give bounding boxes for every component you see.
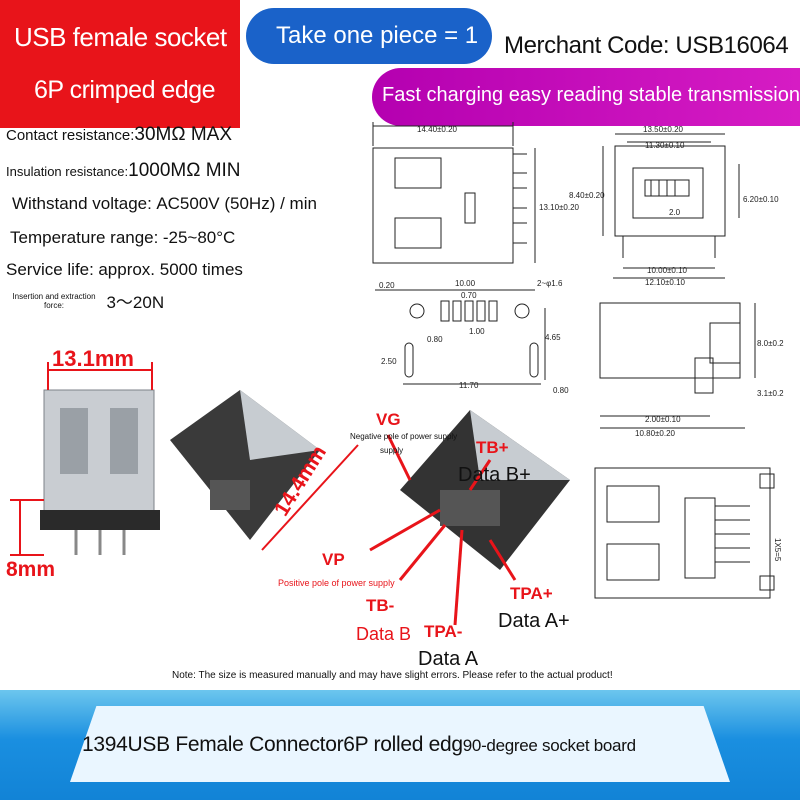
dim-label: 2.00±0.10 xyxy=(645,415,681,424)
dim-label: 12.10±0.10 xyxy=(645,278,686,287)
pin-tbm-desc: Data B xyxy=(356,624,412,644)
connector-front-photo xyxy=(40,389,160,555)
spec-label: Contact resistance: xyxy=(6,127,135,144)
pin-vp-label: VP xyxy=(322,550,345,569)
quantity-pill xyxy=(246,8,492,64)
dim-label: 3.1±0.2 xyxy=(757,389,784,398)
pin-tpam-desc: Data A xyxy=(418,648,479,670)
pin-tbm-label: TB- xyxy=(366,596,395,615)
pin-tpam-label: TPA- xyxy=(424,622,463,641)
drawing-bottom-outline xyxy=(594,467,771,599)
spec-value: AC500V (50Hz) / min xyxy=(156,194,317,213)
quantity-text: Take one piece = 1 xyxy=(276,22,479,49)
spec-withstand-voltage: Withstand voltage: AC500V (50Hz) / min xyxy=(12,194,317,214)
pin-vg-desc-2: supply xyxy=(380,446,404,455)
spec-value: 3～20N xyxy=(106,293,165,312)
spec-label: Withstand voltage: xyxy=(12,194,152,213)
pin-vg-label: VG xyxy=(376,410,401,429)
dim-label: 11.70 xyxy=(459,381,479,390)
spec-contact-resistance: Contact resistance:30MΩ MAX xyxy=(6,124,232,146)
banner-part-3: 90-degree socket board xyxy=(462,736,636,755)
spec-temperature-range: Temperature range: -25~80°C xyxy=(10,228,235,248)
tagline-text: Fast charging easy reading stable transm… xyxy=(382,84,800,106)
dim-label: 10.00±0.10 xyxy=(647,266,688,275)
spec-value: -25~80°C xyxy=(162,228,236,247)
tagline-pill xyxy=(372,68,800,126)
pin-tpap-desc: Data A+ xyxy=(498,610,570,632)
dim-label: 0.80 xyxy=(427,335,443,344)
drawing-top-outline xyxy=(599,302,741,379)
connector-angled-photo xyxy=(170,390,320,540)
dim-label: 8.40±0.20 xyxy=(569,191,605,200)
dim-label: 0.70 xyxy=(461,291,477,300)
spec-label: Temperature range: xyxy=(10,228,159,247)
photo-height-label: 8mm xyxy=(6,558,56,581)
product-subtitle: 6P crimped edge xyxy=(34,76,216,104)
product-title: USB female socket xyxy=(14,22,227,52)
pin-tbp-label: TB+ xyxy=(476,438,509,457)
bottom-banner-panel xyxy=(70,706,730,782)
dim-label: 2.50 xyxy=(381,357,397,366)
spec-value: approx. 5000 times xyxy=(98,260,243,279)
spec-value: 1000MΩ MIN xyxy=(128,160,241,181)
dim-label: 10.00 xyxy=(455,279,476,288)
dim-label: 1X5=5 xyxy=(773,538,782,562)
title-block xyxy=(0,0,240,128)
dim-label: 11.30±0.10 xyxy=(645,141,685,150)
dim-label: 13.10±0.20 xyxy=(539,203,580,212)
drawing-side-outline xyxy=(372,147,514,264)
pin-tpap-label: TPA+ xyxy=(510,584,553,603)
size-note: Note: The size is measured manually and … xyxy=(172,670,613,681)
dim-label: 4.65 xyxy=(545,333,561,342)
spec-insertion-force: Insertion and extraction force: 3～20N xyxy=(6,288,164,313)
banner-part-1: 1394USB Female Connector xyxy=(82,733,344,756)
dim-label: 0.80 xyxy=(553,386,569,395)
technical-drawings: 14.40±0.20 13.10±0.20 13.50±0.20 11.30±0… xyxy=(372,122,784,599)
dim-label: 10.80±0.20 xyxy=(635,429,676,438)
spec-label: Insertion and extraction force: xyxy=(12,291,96,310)
pin-vg-desc: Negative pole of power supply xyxy=(350,432,458,441)
dim-label: 2.0 xyxy=(669,208,681,217)
dim-label: 1.00 xyxy=(469,327,485,336)
drawing-front-outline xyxy=(614,145,726,237)
dim-label: 8.0±0.2 xyxy=(757,339,784,348)
photo-width-label: 13.1mm xyxy=(52,346,134,371)
spec-value: 30MΩ MAX xyxy=(134,124,233,145)
dim-label: 6.20±0.10 xyxy=(743,195,779,204)
product-photos xyxy=(10,362,570,626)
spec-insulation-resistance: Insulation resistance:1000MΩ MIN xyxy=(6,160,241,182)
spec-label: Service life: xyxy=(6,260,94,279)
spec-service-life: Service life: approx. 5000 times xyxy=(6,260,243,280)
dim-label: 2~φ1.6 xyxy=(537,279,563,288)
merchant-code: Merchant Code: USB16064 xyxy=(504,32,789,59)
pin-vp-desc: Positive pole of power supply xyxy=(278,578,395,588)
spec-label: Insulation resistance: xyxy=(6,164,129,179)
banner-part-2: 6P rolled edg xyxy=(343,733,463,756)
dim-label: 0.20 xyxy=(379,281,395,290)
dim-label: 13.50±0.20 xyxy=(643,125,684,134)
banner-text: 1394USB Female Connector6P rolled edg90-… xyxy=(82,733,636,757)
dim-label: 14.40±0.20 xyxy=(417,125,458,134)
connector-pinout-photo xyxy=(400,410,570,570)
pin-tbp-desc: Data B+ xyxy=(458,464,531,486)
